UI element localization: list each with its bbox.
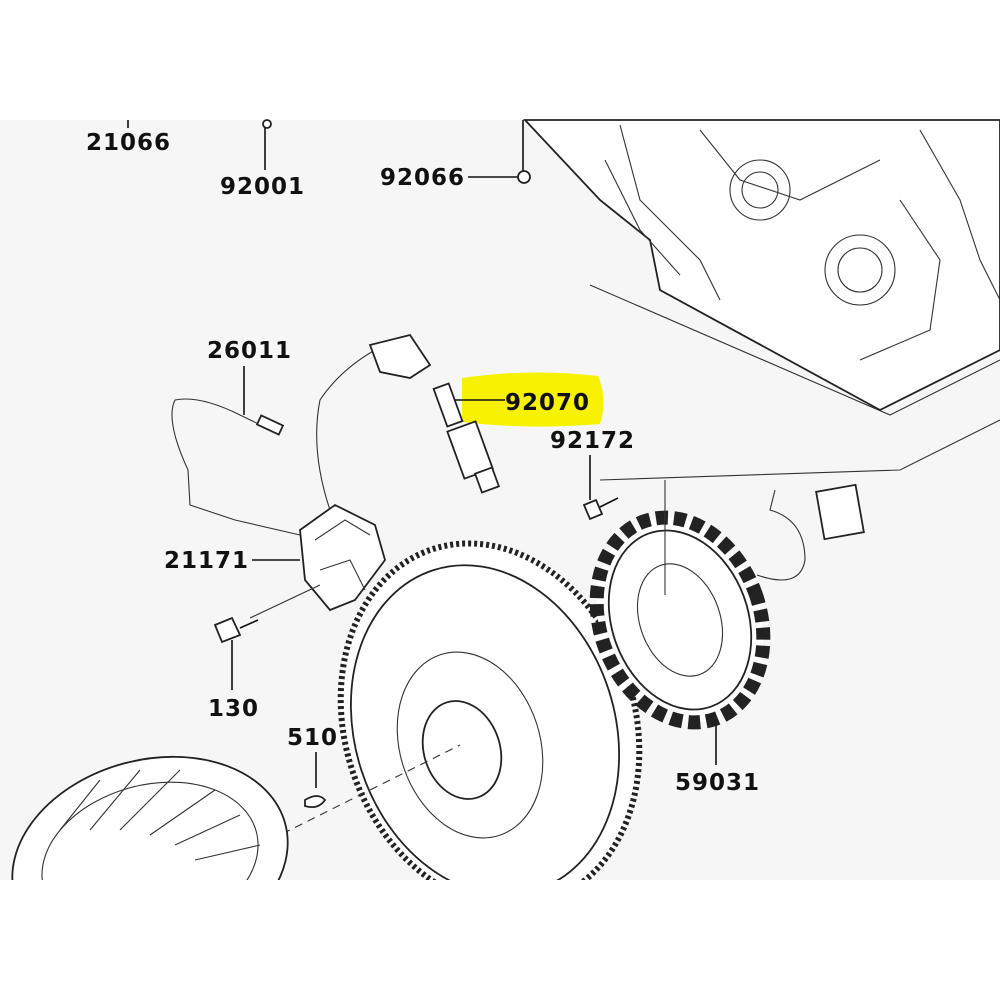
part-label-92001[interactable]: 92001 xyxy=(220,174,305,200)
woodruff-key xyxy=(304,795,327,809)
part-label-130[interactable]: 130 xyxy=(208,696,259,722)
part-label-92070[interactable]: 92070 xyxy=(505,390,590,416)
highlight-92070 xyxy=(462,372,604,427)
leader-lines xyxy=(127,119,717,788)
spark-plug-92070 xyxy=(432,382,501,494)
engine-block xyxy=(522,119,1000,416)
part-label-92066[interactable]: 92066 xyxy=(380,165,465,191)
part-label-92172[interactable]: 92172 xyxy=(550,428,635,454)
stator xyxy=(589,419,1000,730)
sensor-wire xyxy=(171,398,301,536)
part-label-59031[interactable]: 59031 xyxy=(675,770,760,796)
ignition-lead xyxy=(316,349,376,511)
part-label-21066[interactable]: 21066 xyxy=(86,130,171,156)
part-label-21171[interactable]: 21171 xyxy=(164,548,249,574)
part-label-26011[interactable]: 26011 xyxy=(207,338,292,364)
flywheel xyxy=(269,540,643,910)
part-label-510[interactable]: 510 xyxy=(287,725,338,751)
